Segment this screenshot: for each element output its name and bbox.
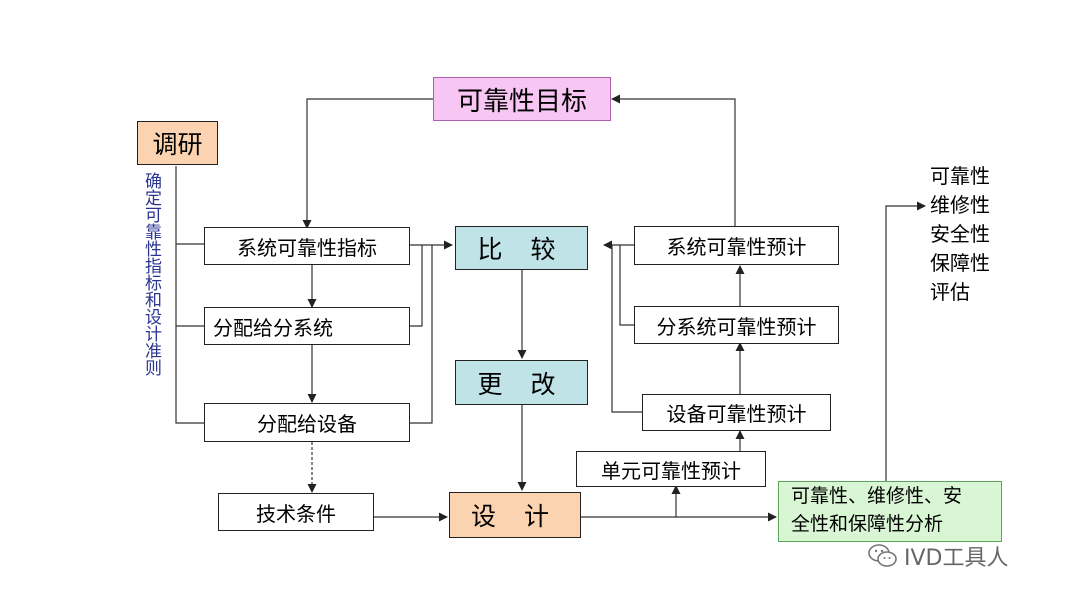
watermark-text: IVD工具人 xyxy=(904,546,1009,571)
design-label: 设 计 xyxy=(471,502,559,531)
allocate-to-subsystem-box: 分配给分系统 xyxy=(204,307,410,345)
tech-conditions-label: 技术条件 xyxy=(256,501,336,526)
vertical-criteria-label: 确定可靠性指标和设计准则 xyxy=(141,172,161,376)
line-equipment-predict-to-compare xyxy=(611,245,642,413)
compare-box: 比 较 xyxy=(455,226,588,270)
research-label: 调研 xyxy=(152,130,203,159)
allocate-to-equipment-label: 分配给设备 xyxy=(257,412,357,436)
unit-reliability-predict-label: 单元可靠性预计 xyxy=(601,458,741,483)
rmsl-analysis-box: 可靠性、维修性、安 全性和保障性分析 xyxy=(778,481,1002,542)
system-reliability-index-box: 系统可靠性指标 xyxy=(204,227,410,265)
reliability-target-label: 可靠性目标 xyxy=(456,86,587,117)
system-reliability-predict-box: 系统可靠性预计 xyxy=(634,226,839,265)
evaluation-item: 维修性 xyxy=(930,193,990,217)
rmsl-analysis-line-2: 全性和保障性分析 xyxy=(791,513,944,535)
subsystem-reliability-predict-label: 分系统可靠性预计 xyxy=(656,314,817,339)
line-subsystem-predict-to-compare xyxy=(619,245,634,326)
subsystem-reliability-predict-box: 分系统可靠性预计 xyxy=(634,306,839,344)
arrow-analysis-to-evaluation xyxy=(885,201,926,481)
reliability-target-box: 可靠性目标 xyxy=(433,77,611,121)
change-box: 更 改 xyxy=(455,360,588,405)
equipment-reliability-predict-label: 设备可靠性预计 xyxy=(666,402,807,426)
research-box: 调研 xyxy=(137,121,218,165)
rmsl-analysis-line-1: 可靠性、维修性、安 xyxy=(791,485,963,507)
arrow-system-predict-to-target xyxy=(611,94,736,226)
tech-conditions-box: 技术条件 xyxy=(218,493,374,531)
allocate-to-subsystem-label: 分配给分系统 xyxy=(213,315,333,340)
change-label: 更 改 xyxy=(477,369,566,399)
system-reliability-index-label: 系统可靠性指标 xyxy=(237,235,377,260)
system-reliability-predict-label: 系统可靠性预计 xyxy=(666,235,807,259)
watermark: IVD工具人 xyxy=(868,540,1008,572)
evaluation-item: 保障性 xyxy=(930,251,990,275)
unit-reliability-predict-box: 单元可靠性预计 xyxy=(576,451,766,487)
evaluation-item: 可靠性 xyxy=(930,164,990,188)
line-research-to-system-index xyxy=(175,166,204,245)
compare-label: 比 较 xyxy=(477,235,566,264)
line-equipment-to-compare xyxy=(410,245,433,424)
line-research-to-subsystem xyxy=(175,244,204,327)
evaluation-item: 评估 xyxy=(930,280,970,304)
evaluation-list: 可靠性 维修性 安全性 保障性 评估 xyxy=(930,162,990,307)
wechat-icon xyxy=(868,544,897,567)
arrow-target-to-system-index xyxy=(302,98,433,229)
evaluation-item: 安全性 xyxy=(930,222,990,246)
line-subsystem-to-compare xyxy=(410,245,423,327)
design-box: 设 计 xyxy=(449,492,581,538)
line-research-to-equipment xyxy=(175,326,204,424)
equipment-reliability-predict-box: 设备可靠性预计 xyxy=(642,394,831,431)
allocate-to-equipment-box: 分配给设备 xyxy=(204,403,410,442)
